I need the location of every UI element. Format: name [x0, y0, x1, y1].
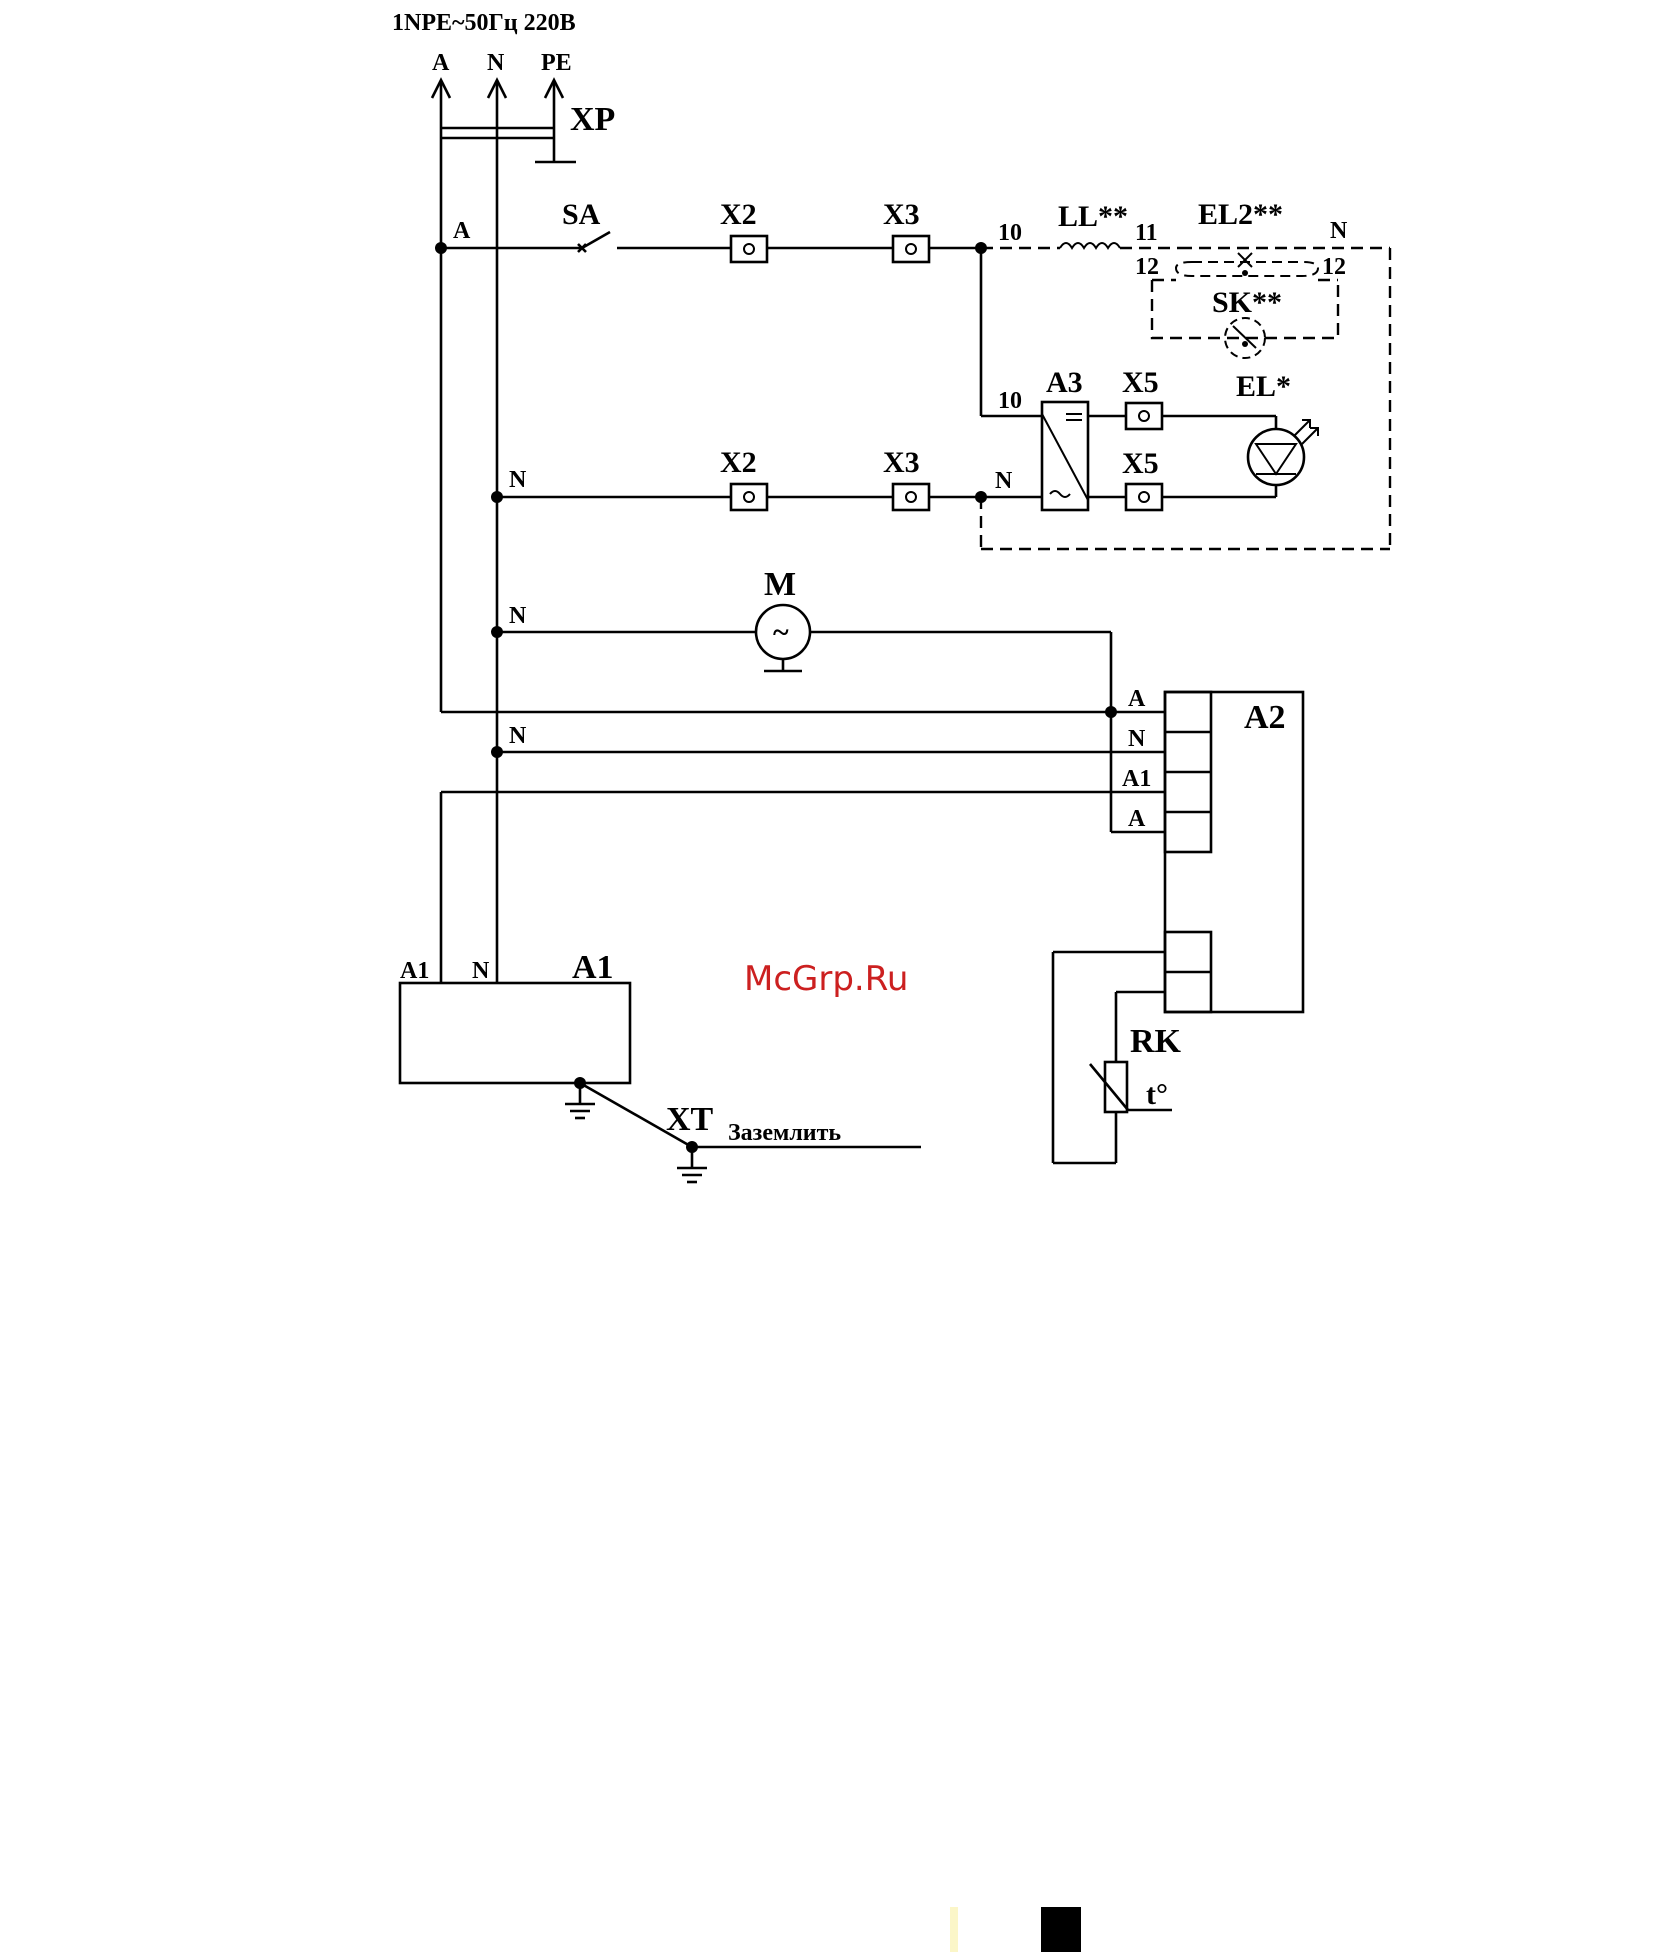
driver-a3: [1042, 402, 1088, 510]
led-label: EL*: [1236, 370, 1291, 403]
ground-symbol-2: [677, 1147, 707, 1182]
x5-top-label: X5: [1122, 366, 1159, 399]
connector-x3-top: [893, 236, 929, 262]
ballast-coil: [1060, 243, 1120, 248]
tube-n-label: N: [1330, 218, 1348, 244]
pin-12-right: 12: [1322, 254, 1346, 280]
a2-terminal-a1: A1: [1122, 766, 1151, 792]
heater-pin-a1: A1: [400, 958, 429, 984]
pin-10-a3: 10: [998, 388, 1022, 414]
watermark: McGrp.Ru: [744, 959, 908, 999]
controller-label: A2: [1244, 699, 1286, 736]
sensor-label: RK: [1130, 1023, 1182, 1060]
heater-a1-box: [400, 983, 630, 1083]
page-artifact-light: [950, 1907, 958, 1952]
pin-12-left: 12: [1135, 254, 1159, 280]
sensor-temp: t°: [1146, 1078, 1168, 1111]
page-artifact-dark: [1041, 1907, 1081, 1952]
node-lamp-n: [975, 491, 987, 503]
connector-x5-top: [1126, 403, 1162, 429]
controller-a2: [1165, 692, 1303, 1012]
a2-terminal-n: N: [1128, 726, 1146, 752]
heater-pin-n: N: [472, 958, 490, 984]
fluorescent-tube: [1176, 253, 1318, 276]
heater-label: A1: [572, 949, 614, 986]
a2-terminal-a: A: [1128, 686, 1146, 712]
supply-label-n: N: [487, 50, 505, 76]
ground-label: XT: [666, 1101, 714, 1138]
ground-note: Заземлить: [728, 1120, 841, 1146]
connector-x3-bottom: [893, 484, 929, 510]
node-label-n-a3: N: [995, 468, 1013, 494]
connector-x5-bottom: [1126, 484, 1162, 510]
driver-label: A3: [1046, 366, 1083, 399]
ballast-label: LL**: [1058, 200, 1128, 233]
supply-title: 1NPE~50Гц 220В: [392, 10, 576, 36]
supply-label-a: A: [432, 50, 450, 76]
switch-label: SA: [562, 198, 601, 231]
pin-11: 11: [1135, 220, 1158, 246]
starter-label: SK**: [1212, 286, 1282, 319]
node-label-n-motor: N: [509, 603, 527, 629]
motor-symbol: ~: [773, 616, 789, 649]
node-label-n-row2: N: [509, 467, 527, 493]
x3-bottom-label: X3: [883, 446, 920, 479]
plug-label: XP: [570, 101, 615, 138]
x5-bottom-label: X5: [1122, 447, 1159, 480]
x2-bottom-label: X2: [720, 446, 757, 479]
node-label-n-a2: N: [509, 723, 527, 749]
pin-10-top: 10: [998, 220, 1022, 246]
tube-label: EL2**: [1198, 198, 1283, 231]
switch-sa: [578, 232, 731, 252]
a2-terminal-a-2: A: [1128, 806, 1146, 832]
supply-label-pe: PE: [541, 50, 572, 76]
connector-x2-bottom: [731, 484, 767, 510]
motor-label: M: [764, 566, 796, 603]
node-label-a-top: A: [453, 218, 471, 244]
x2-top-label: X2: [720, 198, 757, 231]
x3-top-label: X3: [883, 198, 920, 231]
connector-x2-top: [731, 236, 767, 262]
led-lamp-el: [1248, 420, 1318, 485]
